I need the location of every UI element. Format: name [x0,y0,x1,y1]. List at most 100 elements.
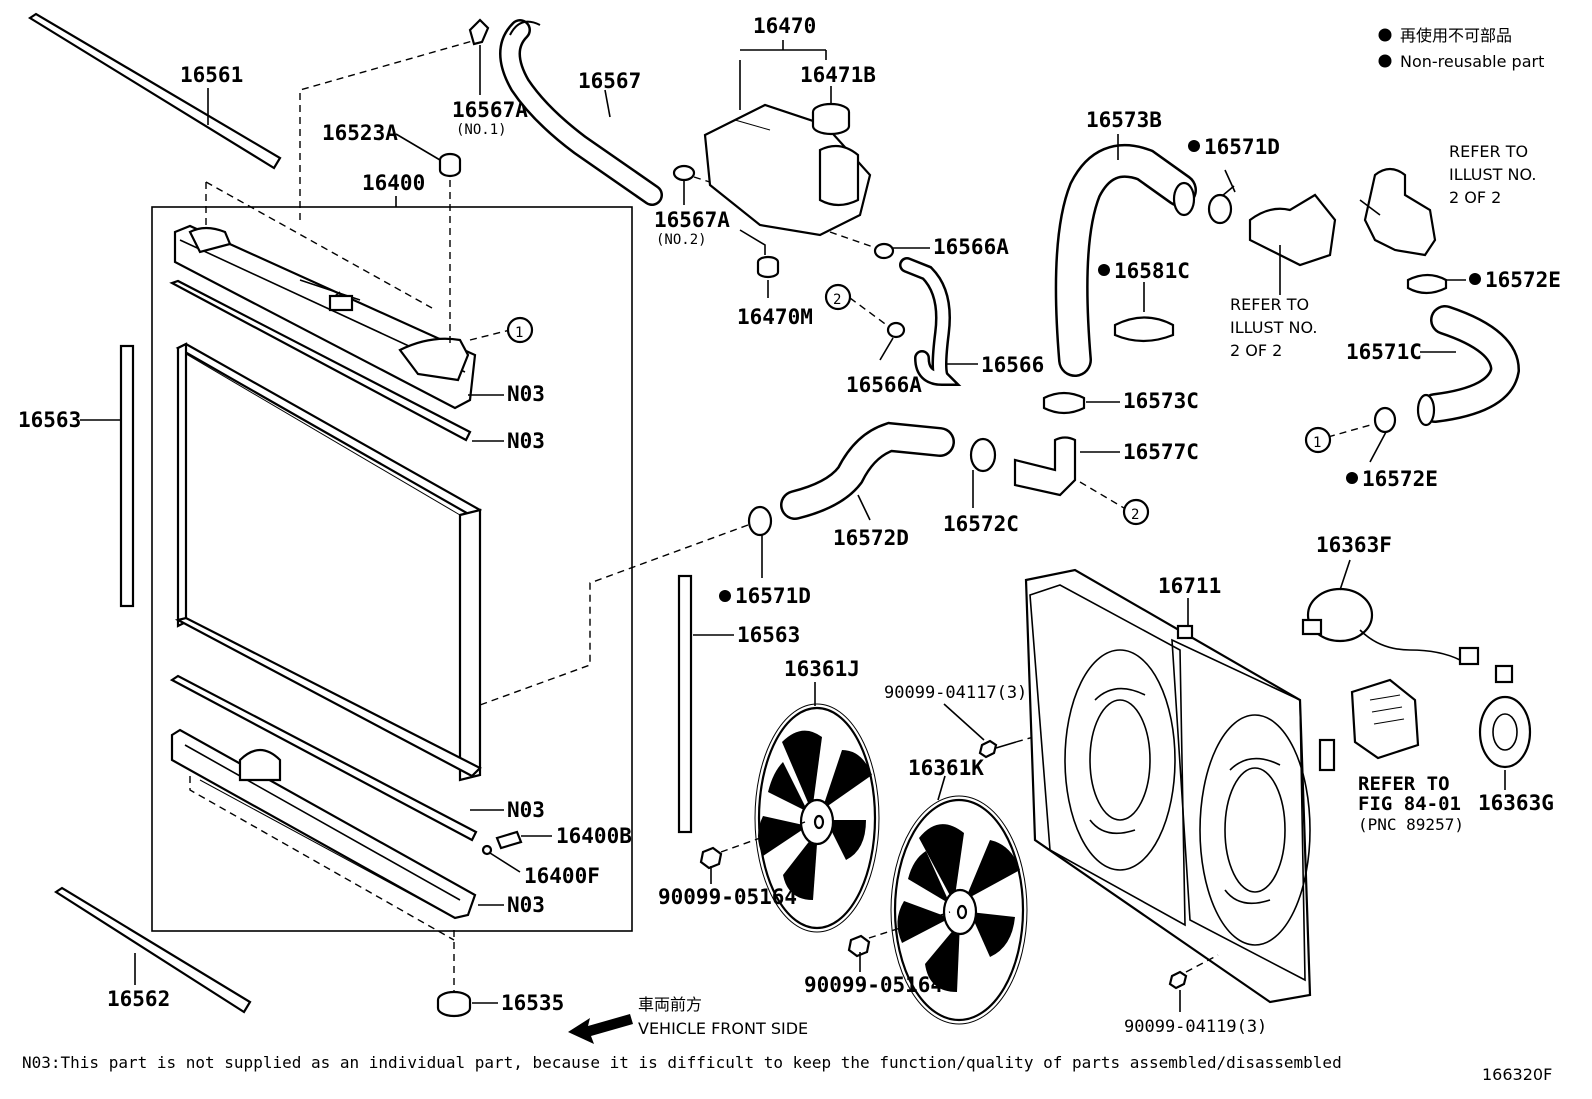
label-16567A-no1-sub: (NO.1) [456,122,507,138]
label-n03-lower-gasket: N03 [507,798,545,822]
cushion-16535: 16535 [436,930,564,1018]
label-16573C: 16573C [1123,389,1199,413]
marker-2-bottom: 2 [1131,507,1139,523]
ref-note-3-line1: REFER TO [1358,773,1450,795]
clamp-16566A-top: 16566A [829,231,1009,260]
clamp-16566A-bottom: 16566A [846,297,922,397]
motor-16363G: 16363G [1478,664,1554,815]
bolt-90099-04119: 90099-04119(3) [1124,954,1267,1037]
nut-90099-05164-left: 90099-05164 [658,821,806,909]
label-16470: 16470 [753,14,816,38]
marker-2-circle-top [824,283,852,311]
label-16567A-no2-sub: (NO.2) [656,232,707,248]
label-16471B: 16471B [800,63,876,87]
drain-cock-16400B: 16400B [495,824,632,850]
reservoir-16470: 16470 [703,14,872,255]
nut-90099-05164-right: 90099-05164 [804,911,951,997]
label-n03-upper-tank: N03 [507,382,545,406]
label-16577C: 16577C [1123,440,1199,464]
marker-1-right: 1 [1313,435,1321,451]
label-16571D-bottom: 16571D [735,584,811,608]
lower-tank [170,728,477,920]
ref-note-2-line2: ILLUST NO. [1449,165,1536,184]
non-reusable-dot-icon [1378,28,1392,42]
cushion-16523A: 16523A [322,121,462,345]
reservoir-neck-ref: REFER TO ILLUST NO. 2 OF 2 [1359,142,1536,257]
legend-english: Non-reusable part [1400,52,1544,71]
label-16363G: 16363G [1478,791,1554,815]
label-16361J: 16361J [784,657,860,681]
label-16563-right: 16563 [737,623,800,647]
label-16566: 16566 [981,353,1044,377]
label-16400B: 16400B [556,824,632,848]
label-n03-upper-gasket: N03 [507,429,545,453]
clamp-16572C: 16572C [943,437,1019,536]
fan-16361J: 16361J [754,657,880,933]
fan-16361K: 16361K [890,756,1028,1025]
water-inlet-housing: REFER TO ILLUST NO. 2 OF 2 [1230,193,1337,360]
label-16567: 16567 [578,69,641,93]
clamp-16567A-no2: 16567A (NO.2) [654,164,736,248]
label-16572E-top: 16572E [1485,268,1561,292]
clamp-16571D-bottom: 16571D [479,505,811,706]
label-90099-04117: 90099-04117(3) [884,683,1027,703]
clamp-16567A-no1: 16567A (NO.1) [452,18,528,138]
non-reusable-dot-icon [1469,273,1481,285]
label-16566A-top: 16566A [933,235,1009,259]
ref-note-3-line2: FIG 84-01 [1358,793,1461,815]
seal-16561: 16561 [27,12,282,170]
figure-id: 166320F [1482,1065,1552,1084]
clamp-16573C: 16573C [1042,389,1199,415]
label-90099-05164-left: 90099-05164 [658,885,797,909]
oring-16400F: 16400F [481,844,600,888]
ref-note-1-line3: 2 OF 2 [1230,341,1282,360]
ref-note-1-line1: REFER TO [1230,295,1309,314]
label-16400F: 16400F [524,864,600,888]
hose-16566: 16566 [899,257,1044,387]
label-16572E-bottom: 16572E [1362,467,1438,491]
marker-1-radiator: 1 [515,325,523,341]
vehicle-front-indicator: 車両前方 VEHICLE FRONT SIDE [568,995,808,1044]
label-16572C: 16572C [943,512,1019,536]
marker-1-circle-right [1304,426,1332,454]
clamp-16581C: 16581C [1098,259,1190,343]
radiator-core [174,342,483,782]
seal-16563-right: 16563 [677,574,800,834]
clamp-16572E-top: 16572E [1406,268,1561,295]
hose-16567: 16567 [499,19,663,206]
clamp-16571D-top: 16571D [1188,135,1280,225]
label-90099-04119: 90099-04119(3) [1124,1017,1267,1037]
seal-16563-left: 16563 [18,344,135,608]
label-16573B: 16573B [1086,108,1162,132]
label-16535: 16535 [501,991,564,1015]
fan-resistor: REFER TO FIG 84-01 (PNC 89257) [1350,678,1464,834]
label-16571D-top: 16571D [1204,135,1280,159]
non-reusable-dot-icon [1188,140,1200,152]
label-16561: 16561 [180,63,243,87]
clamp-16572E-bottom: 16572E [1327,406,1438,491]
marker-1-circle [506,316,534,344]
non-reusable-dot-icon [1346,472,1358,484]
label-16470M: 16470M [737,305,813,329]
label-16400: 16400 [362,171,425,195]
label-16523A: 16523A [322,121,398,145]
label-16566A-bottom: 16566A [846,373,922,397]
label-16363F: 16363F [1316,533,1392,557]
radiator-assembly-box [151,206,633,932]
cushion-16470M: 16470M [737,255,813,329]
non-reusable-dot-icon [1098,264,1110,276]
marker-2-circle-bottom [1122,498,1150,526]
legend: 再使用不可部品 Non-reusable part [1378,26,1544,71]
label-16361K: 16361K [908,756,984,780]
label-16711: 16711 [1158,574,1221,598]
ref-note-2-line1: REFER TO [1449,142,1528,161]
hose-16573B: 16573B [1054,108,1197,377]
footnote-n03: N03:This part is not supplied as an indi… [22,1053,1342,1072]
motor-16363F: 16363F [1301,533,1480,666]
direction-english: VEHICLE FRONT SIDE [638,1019,808,1038]
label-16581C: 16581C [1114,259,1190,283]
seal-16562: 16562 [53,886,252,1014]
label-16572D: 16572D [833,526,909,550]
label-90099-05164-right: 90099-05164 [804,973,943,997]
